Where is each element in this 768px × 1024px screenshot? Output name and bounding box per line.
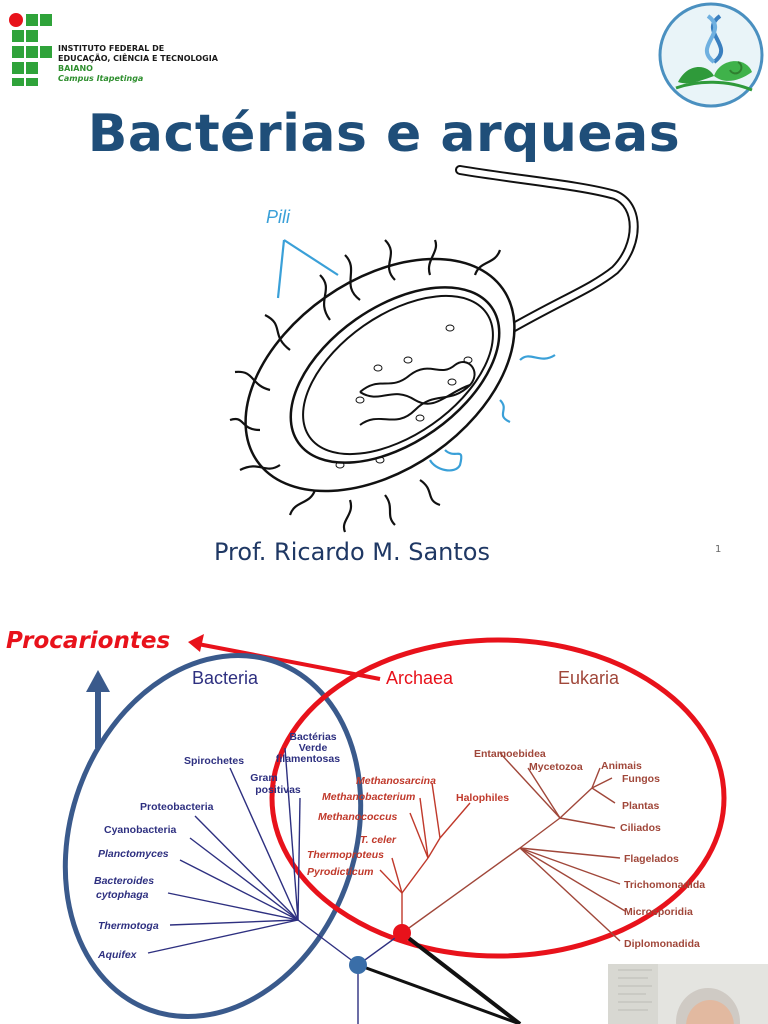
taxon-label: Proteobacteria bbox=[140, 801, 214, 813]
taxon-label: Fungos bbox=[622, 773, 660, 785]
taxon-label: Diplomonadida bbox=[624, 938, 700, 950]
author-name: Prof. Ricardo M. Santos bbox=[214, 538, 490, 566]
taxon-label: Methanosarcina bbox=[356, 775, 436, 787]
taxon-label: T. celer bbox=[360, 834, 397, 846]
taxon-label: Ciliados bbox=[620, 822, 661, 834]
logo-line-2: EDUCAÇÃO, CIÊNCIA E TECNOLOGIA bbox=[58, 54, 218, 64]
institution-logo bbox=[8, 12, 58, 94]
taxon-label: Microsporidia bbox=[624, 906, 693, 918]
logo-line-3: BAIANO bbox=[58, 64, 218, 74]
taxon-label: Plantas bbox=[622, 800, 660, 812]
slide-1: INSTITUTO FEDERAL DE EDUCAÇÃO, CIÊNCIA E… bbox=[0, 0, 768, 580]
taxon-label: Pyrodicticum bbox=[307, 866, 374, 878]
domain-label-bacteria: Bacteria bbox=[192, 668, 259, 688]
logo-line-1: INSTITUTO FEDERAL DE bbox=[58, 44, 218, 54]
archaea-root-node bbox=[393, 924, 411, 942]
institution-name: INSTITUTO FEDERAL DE EDUCAÇÃO, CIÊNCIA E… bbox=[58, 44, 218, 84]
bacteria-root-node bbox=[349, 956, 367, 974]
taxon-label: cytophaga bbox=[96, 889, 149, 901]
slide-title: Bactérias e arqueas bbox=[0, 104, 768, 164]
taxon-label: Thermoproteus bbox=[307, 849, 384, 861]
taxon-label: Halophiles bbox=[456, 792, 509, 804]
pili-label: Pili bbox=[266, 207, 291, 227]
presenter-photo bbox=[608, 964, 768, 1024]
slide-number: 1 bbox=[715, 544, 721, 555]
logo-line-4: Campus Itapetinga bbox=[58, 74, 218, 84]
taxon-label: Methanobacterium bbox=[322, 791, 415, 803]
taxon-label: filamentosas bbox=[276, 753, 340, 765]
taxon-label: Cyanobacteria bbox=[104, 824, 177, 836]
taxon-label: Spirochetes bbox=[184, 755, 244, 767]
taxon-label: Gram bbox=[250, 772, 277, 784]
taxon-label: Mycetozoa bbox=[529, 761, 583, 773]
taxon-label: Bacteroides bbox=[94, 875, 154, 887]
taxon-label: Flagelados bbox=[624, 853, 679, 865]
taxon-label: Methanococcus bbox=[318, 811, 398, 823]
domain-label-eukaria: Eukaria bbox=[558, 668, 620, 688]
taxon-label: Trichomonadida bbox=[624, 879, 705, 891]
taxon-label: Animais bbox=[601, 760, 642, 772]
slide-divider bbox=[0, 580, 768, 588]
taxon-label: Planctomyces bbox=[98, 848, 169, 860]
domain-label-archaea: Archaea bbox=[386, 668, 454, 688]
bacterium-illustration: Pili bbox=[220, 160, 650, 540]
taxon-label: Aquifex bbox=[97, 949, 138, 961]
taxon-label: positivas bbox=[255, 784, 301, 796]
taxon-label: Thermotoga bbox=[98, 920, 159, 932]
slide-2: Procariontes bbox=[0, 588, 768, 1024]
dna-leaf-emblem bbox=[658, 2, 764, 108]
taxon-label: Entamoebidea bbox=[474, 748, 546, 760]
phylogenetic-tree: Bacteria Archaea Eukaria Spirochetes Pro… bbox=[0, 588, 768, 1024]
